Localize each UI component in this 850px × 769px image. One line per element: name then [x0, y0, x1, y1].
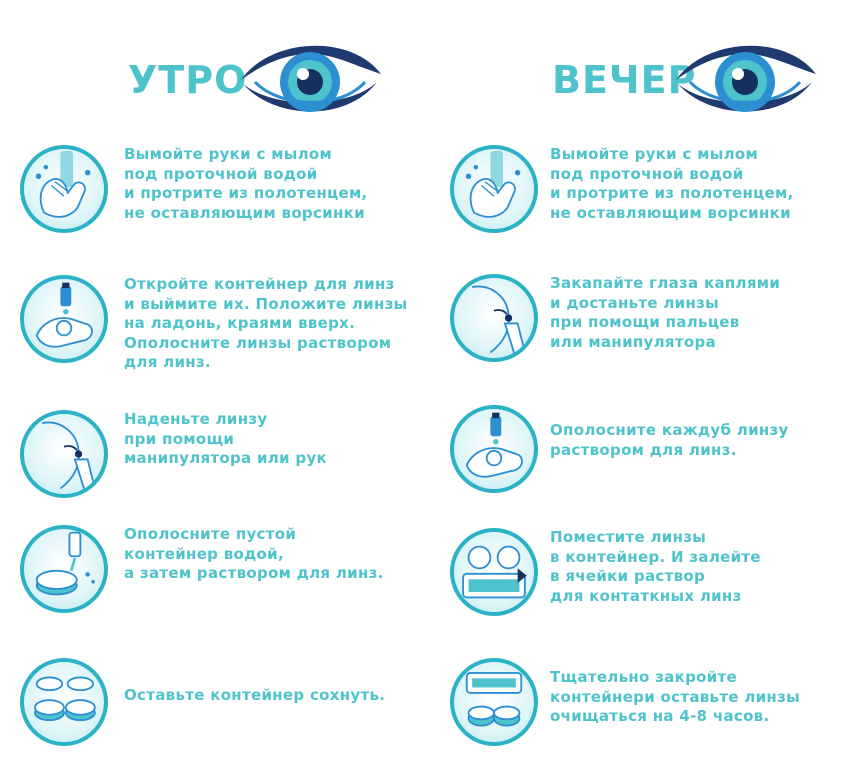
eye-icon	[670, 28, 820, 128]
morning-step-4: Ополосните пустой контейнер водой, а зат…	[0, 525, 425, 635]
hand-washing-icon	[450, 145, 538, 233]
insert-lens-icon	[20, 410, 108, 498]
morning-step-2: Откройте контейнер для линз и выймите их…	[0, 275, 425, 385]
lens-on-palm-icon	[20, 275, 108, 363]
evening-step-5-text: Тщательно закройте контейнери оставьте л…	[550, 668, 800, 725]
morning-header: УТРО	[0, 28, 425, 128]
morning-step-4-text: Ополосните пустой контейнер водой, а зат…	[124, 525, 384, 582]
evening-step-5: Тщательно закройте контейнери оставьте л…	[425, 658, 850, 768]
evening-step-2-text: Закапайте глаза каплями и достаньте линз…	[550, 274, 781, 351]
morning-step-2-text: Откройте контейнер для линз и выймите их…	[124, 275, 408, 371]
morning-title: УТРО	[128, 58, 248, 102]
morning-step-3: Наденьте линзу при помощи манипулятора и…	[0, 410, 425, 520]
morning-step-1: Вымойте руки с мылом под проточной водой…	[0, 145, 425, 255]
morning-step-3-text: Наденьте линзу при помощи манипулятора и…	[124, 410, 328, 467]
evening-step-4-text: Поместите линзы в контейнер. И залейте в…	[550, 528, 761, 605]
evening-step-2: Закапайте глаза каплями и достаньте линз…	[425, 274, 850, 384]
evening-title: ВЕЧЕР	[552, 58, 697, 102]
evening-step-3-text: Ополосните каждуб линзу раствором для ли…	[550, 421, 789, 459]
morning-column: УТРО Вымойте руки с мылом под проточной …	[0, 0, 425, 768]
morning-step-1-text: Вымойте руки с мылом под проточной водой…	[124, 145, 368, 222]
rinse-lens-icon	[450, 405, 538, 493]
drying-container-icon	[20, 658, 108, 746]
fill-container-icon	[450, 528, 538, 616]
morning-step-5: Оставьте контейнер сохнуть.	[0, 658, 425, 768]
evening-step-1-text: Вымойте руки с мылом под проточной водой…	[550, 145, 794, 222]
morning-step-5-text: Оставьте контейнер сохнуть.	[124, 686, 386, 704]
evening-step-1: Вымойте руки с мылом под проточной водой…	[425, 145, 850, 255]
closed-container-icon	[450, 658, 538, 746]
rinse-container-icon	[20, 525, 108, 613]
eye-icon	[235, 28, 385, 128]
evening-header: ВЕЧЕР	[425, 28, 850, 128]
evening-step-4: Поместите линзы в контейнер. И залейте в…	[425, 528, 850, 638]
hand-washing-icon	[20, 145, 108, 233]
remove-lens-icon	[450, 274, 538, 362]
evening-column: ВЕЧЕР Вымойте руки с мылом под проточной…	[425, 0, 850, 769]
evening-step-3: Ополосните каждуб линзу раствором для ли…	[425, 405, 850, 515]
